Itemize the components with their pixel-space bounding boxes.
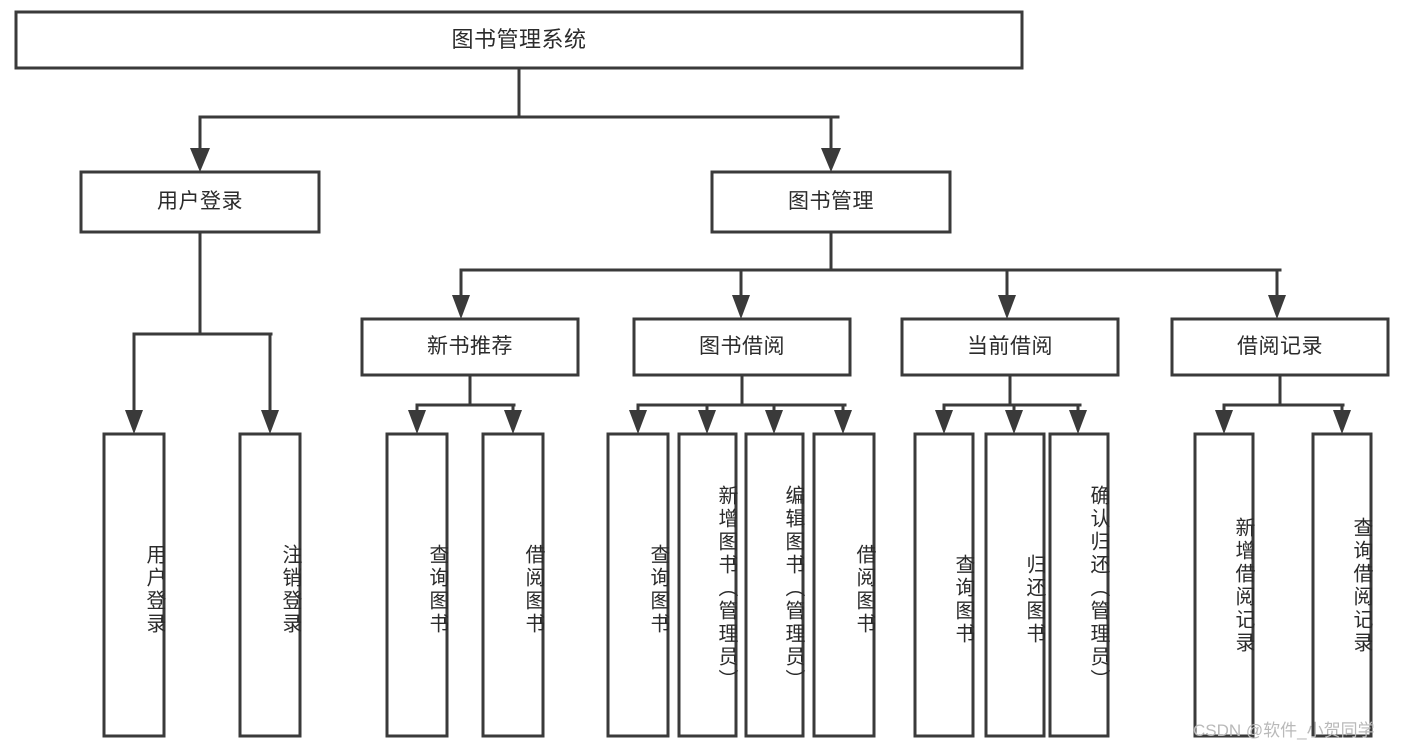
box-user-login[interactable] <box>79 170 321 234</box>
arrow-head-leaf-query-book-1 <box>408 410 426 434</box>
arrow-head-leaf-add-borrow-record <box>1215 410 1233 434</box>
connector-book-borrow-to-leaves <box>629 373 852 434</box>
connector-current-borrow-to-leaves <box>935 373 1087 434</box>
connector-user-login-to-leaves <box>125 230 279 434</box>
arrow-head-leaf-edit-book-admin <box>765 410 783 434</box>
box-leaf-borrow-book-1[interactable] <box>481 432 545 738</box>
arrow-head-book-management <box>821 148 841 172</box>
arrow-head-leaf-confirm-return-admin <box>1069 410 1087 434</box>
arrow-head-leaf-user-login <box>125 410 143 434</box>
arrow-head-borrow-record <box>1268 295 1286 319</box>
arrow-head-leaf-query-book-3 <box>935 410 953 434</box>
box-leaf-query-borrow-record[interactable] <box>1311 432 1373 738</box>
box-leaf-confirm-return-admin[interactable] <box>1048 432 1110 738</box>
box-borrow-record[interactable] <box>1170 317 1390 377</box>
box-leaf-user-logout[interactable] <box>238 432 302 738</box>
arrow-head-leaf-user-logout <box>261 410 279 434</box>
arrow-head-leaf-return-book <box>1005 410 1023 434</box>
box-leaf-return-book[interactable] <box>984 432 1046 738</box>
arrow-head-leaf-query-book-2 <box>629 410 647 434</box>
arrow-head-leaf-borrow-book-2 <box>834 410 852 434</box>
box-leaf-query-book-1[interactable] <box>385 432 449 738</box>
arrow-head-leaf-query-borrow-record <box>1333 410 1351 434</box>
connector-new-book-recommend-to-leaves <box>408 373 522 434</box>
arrow-head-leaf-add-book-admin <box>698 410 716 434</box>
connector-root-to-level2 <box>190 66 841 172</box>
box-leaf-user-login[interactable] <box>102 432 166 738</box>
arrow-head-leaf-borrow-book-1 <box>504 410 522 434</box>
arrow-head-user-login <box>190 148 210 172</box>
box-current-borrow[interactable] <box>900 317 1120 377</box>
box-leaf-query-book-2[interactable] <box>606 432 670 738</box>
connector-borrow-record-to-leaves <box>1215 373 1351 434</box>
box-book-borrow[interactable] <box>632 317 852 377</box>
connector-book-management-to-level3 <box>452 230 1286 319</box>
box-leaf-borrow-book-2[interactable] <box>812 432 876 738</box>
box-leaf-add-borrow-record[interactable] <box>1193 432 1255 738</box>
arrow-head-current-borrow <box>998 295 1016 319</box>
box-leaf-query-book-3[interactable] <box>913 432 975 738</box>
arrow-head-book-borrow <box>732 295 750 319</box>
box-book-management[interactable] <box>710 170 952 234</box>
box-leaf-edit-book-admin[interactable] <box>744 432 805 738</box>
arrow-head-new-book-recommend <box>452 295 470 319</box>
box-new-book-recommend[interactable] <box>360 317 580 377</box>
box-leaf-add-book-admin[interactable] <box>677 432 738 738</box>
box-root[interactable] <box>14 10 1024 70</box>
